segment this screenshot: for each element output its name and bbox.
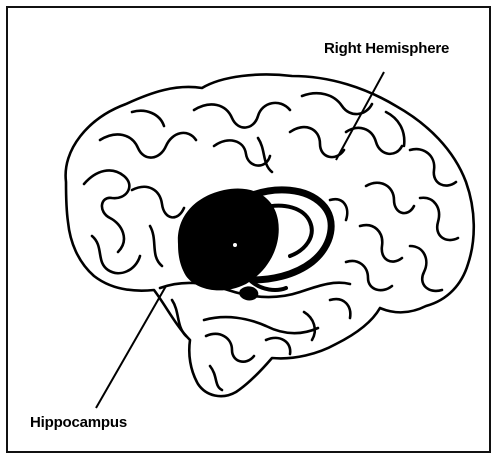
hippocampus-leader-line <box>96 286 166 408</box>
hippocampus-structure <box>178 188 331 300</box>
right-hemisphere-label: Right Hemisphere <box>324 40 449 57</box>
hippocampus-label: Hippocampus <box>30 414 127 431</box>
